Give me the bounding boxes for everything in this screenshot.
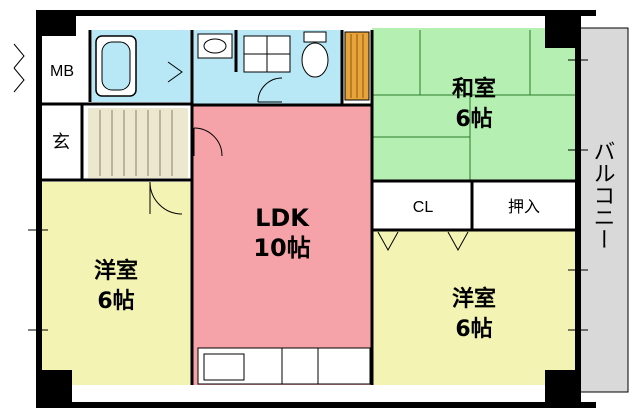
washbasin-icon (197, 33, 233, 59)
tatami-lines (372, 30, 578, 180)
walls (36, 10, 596, 408)
balcony-label: バルコニー (591, 140, 616, 250)
door-swings (149, 61, 469, 252)
closet-label: CL (413, 199, 434, 216)
ldk-size-label: 10帖 (253, 234, 310, 262)
balcony-area (577, 27, 629, 393)
washitsu-size-label: 6帖 (455, 107, 492, 132)
yoshitsu-left-size-label: 6帖 (97, 289, 134, 314)
bathtub-icon (95, 35, 137, 97)
closet-cl (375, 183, 471, 228)
yoshitsu-right-room (372, 230, 578, 385)
ldk-name-label: LDK (255, 204, 310, 232)
yoshitsu-left-name-label: 洋室 (94, 258, 138, 284)
toilet-icon (301, 31, 329, 78)
yoshitsu-left-room (40, 182, 192, 385)
washing-machine-icon (243, 35, 291, 73)
washitsu-room (372, 28, 578, 180)
entrance-step (88, 108, 188, 178)
kitchen-counter-icon (197, 347, 371, 385)
interior-walls (36, 30, 578, 385)
oshiire-closet (474, 183, 577, 228)
genkan-label: 玄 (52, 132, 70, 152)
mb-label: MB (50, 63, 74, 80)
oshiire-label: 押入 (508, 198, 540, 216)
yoshitsu-right-name-label: 洋室 (452, 286, 496, 312)
washitsu-name-label: 和室 (452, 76, 496, 102)
yoshitsu-right-size-label: 6帖 (455, 317, 492, 342)
